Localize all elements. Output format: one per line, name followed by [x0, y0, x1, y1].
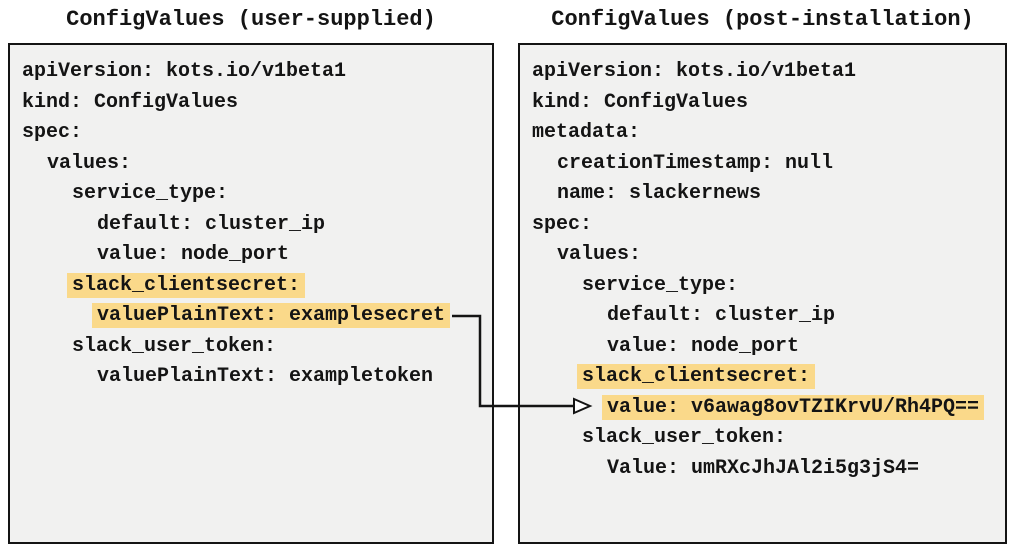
yaml-line: spec:: [520, 210, 1005, 241]
yaml-line-text: valuePlainText: exampletoken: [97, 365, 434, 388]
yaml-line: name: slackernews: [520, 179, 1005, 210]
yaml-line: value: node_port: [520, 332, 1005, 363]
yaml-line-text: values:: [557, 243, 642, 266]
yaml-line-text: value: node_port: [97, 243, 290, 266]
yaml-line-text: apiVersion: kots.io/v1beta1: [22, 60, 347, 83]
yaml-line: default: cluster_ip: [520, 301, 1005, 332]
yaml-line-text: name: slackernews: [557, 182, 762, 205]
yaml-line-text: spec:: [532, 212, 593, 236]
yaml-line-text-highlighted: valuePlainText: examplesecret: [92, 303, 451, 328]
yaml-line-text: service_type:: [72, 182, 229, 205]
yaml-line: values:: [520, 240, 1005, 271]
yaml-line-text-highlighted: slack_clientsecret:: [67, 272, 306, 298]
config-box-post-installation: apiVersion: kots.io/v1beta1 kind: ConfigV…: [518, 43, 1007, 544]
yaml-line: kind: ConfigValues: [10, 88, 492, 119]
panel-title-user-supplied: ConfigValues (user-supplied): [66, 7, 436, 32]
yaml-line-text: default: cluster_ip: [97, 212, 326, 236]
yaml-line-text: slack_user_token:: [72, 334, 277, 358]
yaml-line-text: kind: ConfigValues: [532, 90, 749, 114]
yaml-line: metadata:: [520, 118, 1005, 149]
yaml-line-text: Value: umRXcJhJAl2i5g3jS4=: [607, 456, 920, 480]
yaml-line: value: node_port: [10, 240, 492, 271]
yaml-line-text: creationTimestamp: null: [557, 151, 834, 175]
yaml-line: apiVersion: kots.io/v1beta1: [10, 57, 492, 88]
yaml-line: valuePlainText: examplesecret: [10, 301, 492, 332]
yaml-line-text: spec:: [22, 121, 83, 144]
yaml-line-text-highlighted: slack_clientsecret:: [577, 364, 816, 389]
yaml-line: valuePlainText: exampletoken: [10, 362, 492, 393]
yaml-line: slack_user_token:: [10, 332, 492, 363]
yaml-line-text: service_type:: [582, 273, 739, 297]
yaml-line: Value: umRXcJhJAl2i5g3jS4=: [520, 454, 1005, 485]
yaml-line-text: metadata:: [532, 121, 641, 144]
yaml-line: kind: ConfigValues: [520, 88, 1005, 119]
yaml-line: creationTimestamp: null: [520, 149, 1005, 180]
yaml-line-text: apiVersion: kots.io/v1beta1: [532, 60, 857, 83]
yaml-line: default: cluster_ip: [10, 210, 492, 241]
yaml-line: spec:: [10, 118, 492, 149]
yaml-line-text: values:: [47, 151, 132, 175]
yaml-line-text: value: node_port: [607, 334, 800, 358]
yaml-line: service_type:: [520, 271, 1005, 302]
yaml-line: slack_user_token:: [520, 423, 1005, 454]
yaml-line: slack_clientsecret:: [10, 271, 492, 302]
panel-title-post-installation: ConfigValues (post-installation): [551, 7, 974, 32]
yaml-line: values:: [10, 149, 492, 180]
yaml-line: apiVersion: kots.io/v1beta1: [520, 57, 1005, 88]
yaml-line-text: slack_user_token:: [582, 426, 787, 449]
yaml-line-text: kind: ConfigValues: [22, 90, 239, 114]
yaml-line: value: v6awag8ovTZIKrvU/Rh4PQ==: [520, 393, 1005, 424]
config-box-user-supplied: apiVersion: kots.io/v1beta1 kind: ConfigV…: [8, 43, 494, 544]
yaml-line: service_type:: [10, 179, 492, 210]
yaml-line: slack_clientsecret:: [520, 362, 1005, 393]
yaml-line-text-highlighted: value: v6awag8ovTZIKrvU/Rh4PQ==: [602, 394, 985, 420]
yaml-line-text: default: cluster_ip: [607, 304, 836, 327]
